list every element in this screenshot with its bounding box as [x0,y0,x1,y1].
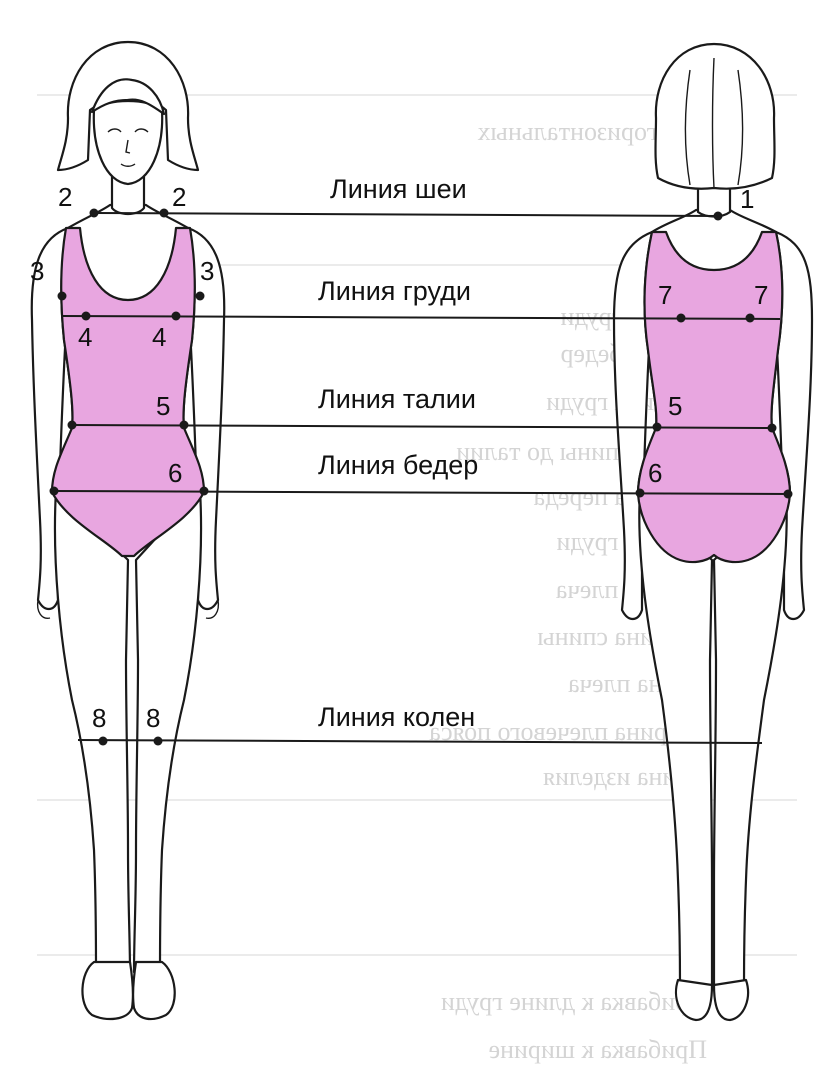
point-8-left-label: 8 [92,703,106,733]
hip-line-label: Линия бедер [318,450,478,480]
point-4-right-label: 4 [152,322,166,352]
back-figure [614,44,812,1020]
point-6-front-label: 6 [168,458,182,488]
back-right-leg [714,492,787,985]
waist-left-dot [68,421,77,430]
point-3-right-label: 3 [200,256,214,286]
neck-line-label: Линия шеи [330,174,467,204]
knee-line-label: Линия колен [318,702,475,732]
point-7-left-dot [677,314,686,323]
waist-line-label: Линия талии [318,384,476,414]
point-5-front-label: 5 [156,391,170,421]
point-5-back-dot [653,423,662,432]
point-3-left-dot [58,292,67,301]
point-8-left-dot [99,737,108,746]
line-labels: Линия шеи Линия груди Линия талии Линия … [318,174,478,732]
point-2-left-label: 2 [58,182,72,212]
neck-line [94,213,718,216]
back-right-heel [714,980,748,1020]
front-left-foot [82,962,132,1019]
point-4-left-label: 4 [78,322,92,352]
point-3-left-label: 3 [30,256,44,286]
point-8-right-dot [154,737,163,746]
chest-line-label: Линия груди [318,276,471,306]
point-2-right-label: 2 [172,182,186,212]
point-6-front-dot [200,487,209,496]
point-1-dot [714,212,723,221]
point-4-left-dot [82,312,91,321]
point-1-label: 1 [740,184,754,214]
ghost-line-13: Прибавка к ширине [489,1035,707,1064]
point-5-back-label: 5 [668,391,682,421]
point-7-right-dot [746,314,755,323]
point-5-front-dot [180,421,189,430]
point-4-right-dot [172,312,181,321]
hip-back-right-dot [784,490,793,499]
point-7-left-label: 7 [658,280,672,310]
point-8-right-label: 8 [146,703,160,733]
back-hair [656,44,775,189]
point-2-left-dot [90,209,99,218]
point-3-right-dot [196,292,205,301]
point-6-back-dot [636,489,645,498]
waist-back-right-dot [768,424,777,433]
ghost-line-12: Прибавка к длине груди [441,987,707,1016]
point-2-right-dot [160,209,169,218]
point-7-right-label: 7 [754,280,768,310]
front-right-foot [133,962,175,1019]
front-right-leg [134,490,201,972]
point-6-back-label: 6 [648,458,662,488]
hip-front-left-dot [50,487,59,496]
